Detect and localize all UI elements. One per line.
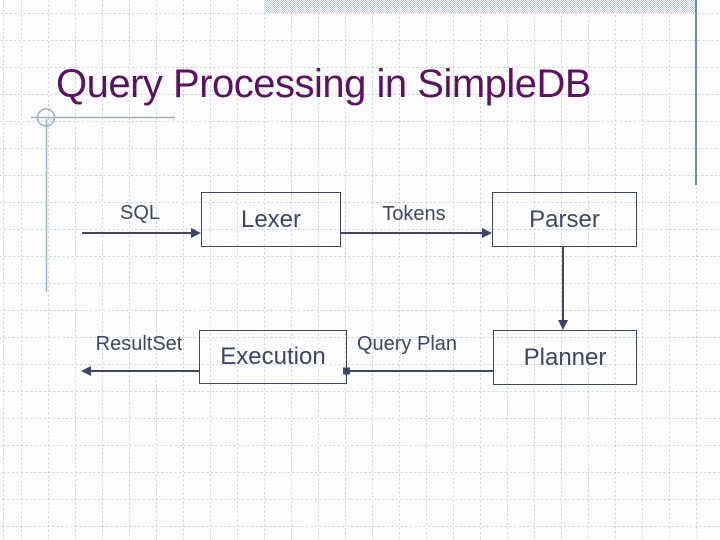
node-parser-label: Parser: [529, 205, 600, 233]
node-lexer-label: Lexer: [240, 205, 302, 233]
decor-circle: [36, 108, 56, 127]
node-planner-label: Planner: [523, 343, 607, 371]
arrow-sql-head-icon: [191, 228, 201, 238]
edge-label-sql: SQL: [119, 202, 161, 224]
top-accent-band: [264, 0, 696, 13]
arrow-tokens-head-icon: [482, 228, 492, 238]
node-parser: Parser: [492, 192, 637, 247]
edge-label-resultset: ResultSet: [95, 333, 183, 355]
node-lexer: Lexer: [201, 192, 341, 247]
node-execution-label: Execution: [220, 343, 326, 370]
node-planner: Planner: [493, 330, 637, 385]
node-execution: Execution: [199, 330, 347, 384]
edge-label-query-plan: Query Plan: [356, 333, 458, 355]
slide-title: Query Processing in SimpleDB: [56, 62, 592, 106]
edge-label-tokens: Tokens: [382, 203, 446, 225]
arrow-resultset-head-icon: [81, 366, 91, 376]
arrow-parser-planner-head-icon: [558, 320, 568, 330]
